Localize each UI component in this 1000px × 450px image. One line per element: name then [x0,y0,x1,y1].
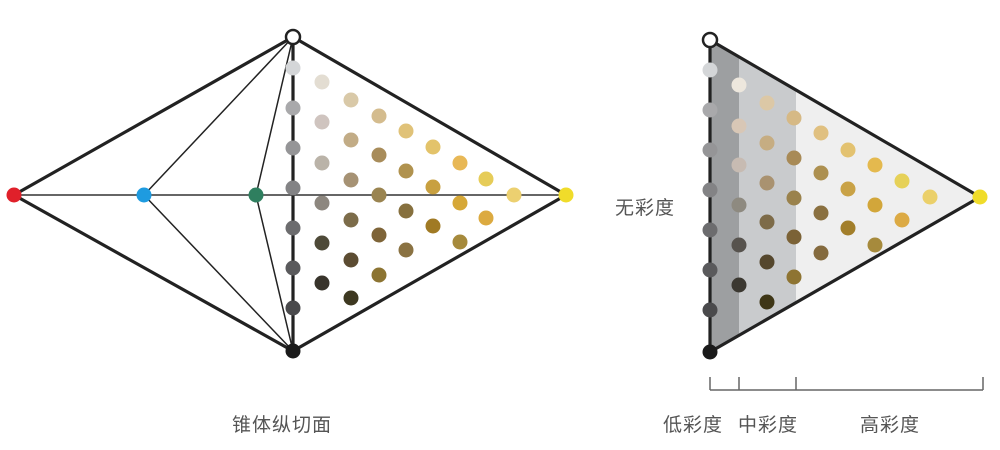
gray-scale-dot [285,100,301,116]
color-sample-dot [398,123,414,139]
gray-scale-dot [702,182,718,198]
color-sample-dot [314,114,330,130]
color-sample-dot [867,197,883,213]
color-sample-dot [786,190,802,206]
gray-scale-dot [702,102,718,118]
green-hue-dot [248,187,264,203]
color-sample-dot [314,235,330,251]
color-sample-dot [813,245,829,261]
edge-line [255,194,294,352]
white-apex-dot [701,31,719,49]
high-chroma-label: 高彩度 [860,414,921,436]
color-sample-dot [731,277,747,293]
color-sample-dot [314,155,330,171]
color-sample-dot [398,242,414,258]
color-sample-dot [371,147,387,163]
chroma-triangle-diagram [701,31,988,391]
color-sample-dot [343,212,359,228]
gray-scale-dot [702,222,718,238]
color-sample-dot [343,290,359,306]
color-sample-dot [343,92,359,108]
color-sample-dot [478,171,494,187]
gray-scale-dot [285,180,301,196]
color-sample-dot [894,212,910,228]
color-sample-dot [894,173,910,189]
color-sample-dot [922,189,938,205]
color-sample-dot [867,157,883,173]
color-sample-dot [759,294,775,310]
gray-scale-dot [285,260,301,276]
yellow-hue-dot [972,189,988,205]
gray-scale-dot [702,262,718,278]
left-diagram-caption: 锥体纵切面 [232,414,333,436]
color-sample-dot [371,267,387,283]
gray-scale-dot [702,302,718,318]
low-chroma-label: 低彩度 [663,414,724,436]
gray-scale-dot [285,140,301,156]
color-sample-dot [731,157,747,173]
color-sample-dot [759,214,775,230]
color-sample-dot [506,187,522,203]
gray-scale-dot [702,142,718,158]
color-sample-dot [759,135,775,151]
color-sample-dot [371,108,387,124]
edge-line [255,36,294,196]
color-sample-dot [759,175,775,191]
color-sample-dot [452,155,468,171]
color-sample-dot [731,237,747,253]
cone-vertical-section-diagram [6,28,574,359]
color-sample-dot [786,110,802,126]
blue-hue-dot [136,187,152,203]
high-chroma-band [796,40,980,352]
color-sample-dot [452,234,468,250]
gray-scale-dot [285,220,301,236]
color-sample-dot [813,165,829,181]
white-apex-dot [284,28,302,46]
color-sample-dot [371,227,387,243]
gray-scale-dot [285,300,301,316]
color-sample-dot [314,74,330,90]
color-sample-dot [478,210,494,226]
black-apex-dot [702,344,718,360]
color-sample-dot [398,203,414,219]
color-sample-dot [425,139,441,155]
color-sample-dot [840,142,856,158]
color-sample-dot [759,254,775,270]
red-hue-dot [6,187,22,203]
yellow-hue-dot [558,187,574,203]
color-sample-dot [398,163,414,179]
color-sample-dot [425,218,441,234]
color-sample-dot [731,197,747,213]
color-sample-dot [343,252,359,268]
mid-chroma-label: 中彩度 [738,414,799,436]
color-sample-dot [840,181,856,197]
color-sample-dot [867,237,883,253]
gray-scale-dot [702,62,718,78]
color-sample-dot [314,275,330,291]
color-sample-dot [452,195,468,211]
color-sample-dot [786,150,802,166]
color-sample-dot [840,220,856,236]
color-sample-dot [343,172,359,188]
low-chroma-band [710,40,739,352]
color-sample-dot [371,187,387,203]
color-sample-dot [759,95,775,111]
color-sample-dot [731,77,747,93]
color-sample-dot [786,229,802,245]
achromatic-label: 无彩度 [615,197,676,219]
color-sample-dot [786,269,802,285]
gray-scale-dot [285,60,301,76]
color-sample-dot [731,118,747,134]
edge-line [143,194,294,352]
color-sample-dot [343,132,359,148]
color-sample-dot [813,125,829,141]
color-sample-dot [314,195,330,211]
color-sample-dot [425,179,441,195]
edge-line [143,36,294,196]
color-sample-dot [813,205,829,221]
black-apex-dot [285,343,301,359]
